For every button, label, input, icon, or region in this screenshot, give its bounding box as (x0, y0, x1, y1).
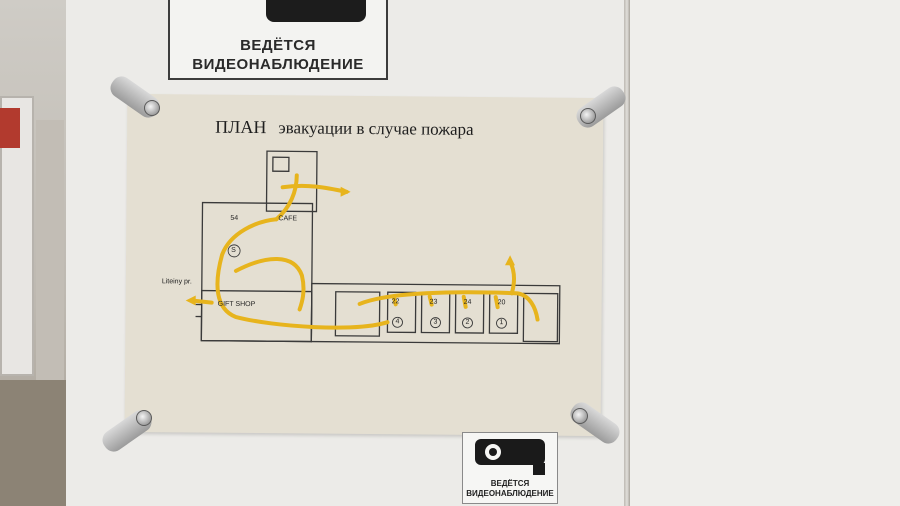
floor (0, 380, 68, 506)
room-marker-1 (496, 317, 507, 329)
cctv-bottom-line2: ВИДЕОНАБЛЮДЕНИЕ (466, 489, 554, 498)
room-b (386, 291, 417, 334)
route-up (508, 259, 517, 296)
route-tower (274, 173, 299, 222)
route-gallery (357, 290, 540, 322)
floor-plan-drawing (185, 150, 561, 345)
cctv-bottom-line1: ВЕДЁТСЯ (490, 479, 530, 488)
label-room-2: 2 (465, 318, 470, 326)
label-room-s: S (231, 246, 236, 254)
label-room-4: 4 (395, 318, 400, 326)
arrow-right (340, 186, 351, 197)
plan-walls (195, 150, 561, 345)
label-24: 24 (463, 298, 472, 306)
right-wing-outline (310, 282, 561, 345)
wall-seam (624, 0, 630, 506)
label-23: 23 (429, 298, 438, 306)
cctv-sign-top-text: ВЕДЁТСЯ ВИДЕОНАБЛЮДЕНИЕ (170, 36, 386, 74)
tower-room (272, 156, 290, 172)
room-f (522, 292, 559, 343)
route-main (215, 217, 390, 330)
label-gift-shop: GIFT SHOP (217, 300, 256, 309)
room-marker-3 (430, 317, 441, 329)
label-20: 20 (497, 299, 506, 307)
room-a (334, 291, 381, 337)
route-tower-right (280, 183, 349, 194)
label-room-3: 3 (433, 318, 438, 326)
red-object (0, 108, 20, 148)
room-marker-s (227, 244, 241, 258)
camera-icon (266, 0, 366, 22)
route-arrows (185, 186, 516, 306)
label-room-1: 1 (499, 319, 504, 327)
screw-bl (136, 410, 152, 426)
label-cafe: CAFE (278, 215, 298, 223)
screw-tr (580, 108, 596, 124)
room-marker-2 (462, 317, 473, 329)
cctv-line2: ВИДЕОНАБЛЮДЕНИЕ (192, 56, 364, 73)
route-inner (233, 256, 306, 312)
label-22: 22 (391, 298, 400, 306)
cctv-sign-top: ВЕДЁТСЯ ВИДЕОНАБЛЮДЕНИЕ (168, 0, 388, 80)
arrow-exit (185, 295, 196, 306)
doorway (36, 120, 64, 420)
cctv-line1: ВЕДЁТСЯ (240, 37, 316, 54)
camera-icon (475, 439, 545, 475)
cctv-sign-bottom: ВЕДЁТСЯ ВИДЕОНАБЛЮДЕНИЕ (462, 432, 558, 504)
arrow-up (505, 255, 516, 266)
screw-tl (144, 100, 160, 116)
screw-br (572, 408, 588, 424)
tower-outline (265, 150, 318, 213)
cctv-sign-bottom-text: ВЕДЁТСЯ ВИДЕОНАБЛЮДЕНИЕ (463, 479, 557, 499)
background-room (0, 0, 68, 506)
room-marker-4 (392, 316, 403, 328)
label-room-54: 54 (230, 214, 239, 222)
label-street: Liteiny pr. (161, 278, 192, 286)
wall-column (628, 0, 900, 506)
